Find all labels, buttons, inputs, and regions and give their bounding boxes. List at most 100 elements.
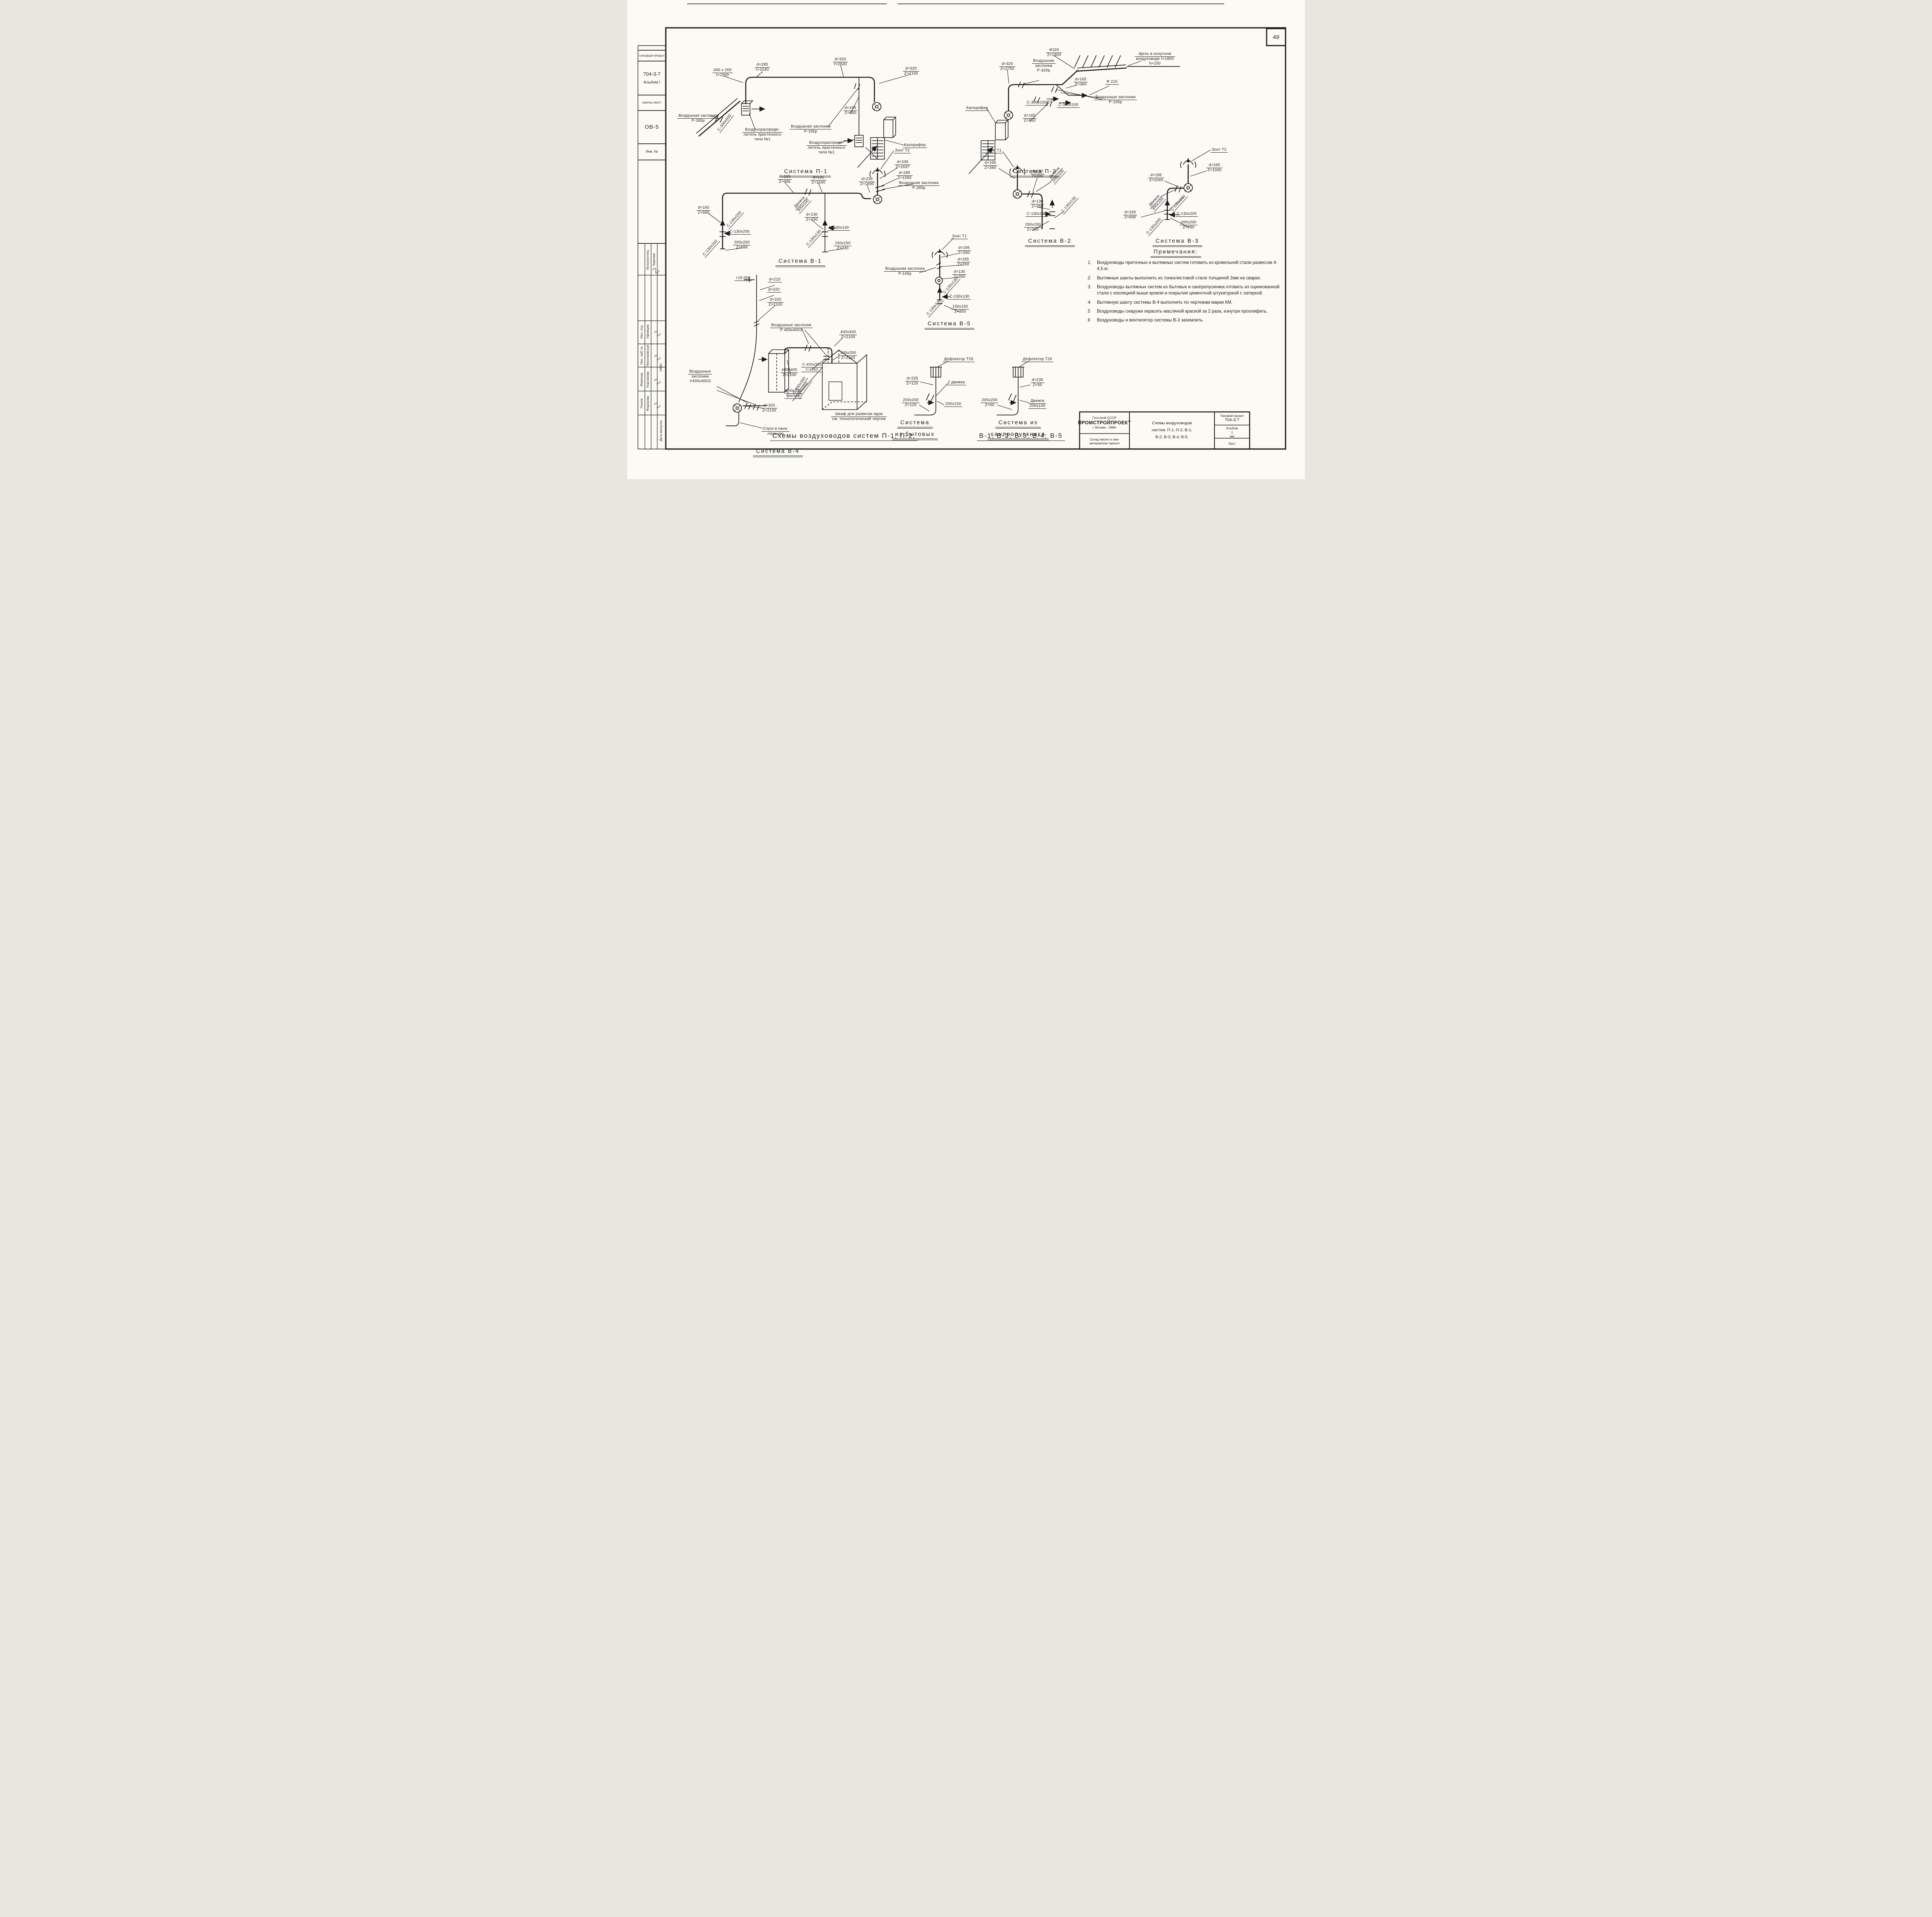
p2-dim: Ф 215 <box>1105 80 1119 85</box>
titleblock-organization: Госстрой СССР ПРОМСТРОЙПРОЕКТ г. Москва … <box>1078 415 1131 430</box>
titleblock-album: Альбом I <box>1214 425 1250 438</box>
stamp-marka-value: ОВ-5 <box>645 124 659 130</box>
sig-role: Нач. отд. <box>640 325 644 338</box>
sig-name: Уфимцев <box>646 324 650 339</box>
note-item: 2.Вытяжные шахты выполнить из тонколисто… <box>1088 276 1261 281</box>
v5-dim: С-130х130 <box>948 294 971 300</box>
sig-role: Нач. лаб-та <box>640 346 644 365</box>
drawing-linework <box>638 3 1286 450</box>
v2-title: Система В-2 <box>1025 238 1075 247</box>
titleblock-subject: Схемы воздуховодов систем: П-1; П-2; В-1… <box>1151 421 1192 439</box>
san-deflector: Дефлектор Т26 <box>1022 357 1053 362</box>
sig-issue: Дата выпуска <box>659 420 663 441</box>
v3-umbrella: Зонт Т2 <box>1210 148 1228 153</box>
p1-heater: Калорифер <box>903 143 927 148</box>
v1-umbrella: Зонт Т2 <box>893 148 911 154</box>
v1-title: Система В-1 <box>775 258 825 267</box>
note-item: 3.Воздуховоды вытяжных систем из бытовых… <box>1088 284 1280 296</box>
sig-name: Федорова <box>646 396 650 411</box>
sig-role: Инженер <box>640 373 644 386</box>
drawing-sheet: 49 ТИПОВОЙ ПРОЕКТ 704-3-7 Альбом I МАРКА… <box>627 0 1305 479</box>
sig-year: 1966г. <box>659 362 663 372</box>
caption-left: Схемы воздуховодов систем П-1; П-2; <box>770 432 918 441</box>
v4-dim: d=215 <box>768 277 782 283</box>
note-item: 1.Воздуховоды приточных и вытяжных систе… <box>1088 260 1277 272</box>
byt-title: Система <box>897 420 933 429</box>
v2-umbrella: Зонт Т1 <box>985 148 1003 154</box>
v1-dim: С-130х130 <box>828 226 850 231</box>
v5-title: Система В-5 <box>924 321 975 330</box>
titleblock-series: Типовой проект 704-3-7 <box>1220 413 1244 423</box>
v2-dim: С-130х130 <box>1026 212 1048 217</box>
caption-right: В-1; В-2; В-3; В-4; В-5 <box>977 432 1065 441</box>
sig-name: Чернова <box>652 253 656 266</box>
titleblock-object: Склад масел и хим- материалов тарного <box>1089 437 1120 445</box>
byt-dim: 2 движка <box>946 380 966 386</box>
notes-list: 1.Воздуховоды приточных и вытяжных систе… <box>1088 260 1283 327</box>
notes-title: Примечания: <box>1150 249 1201 258</box>
sig-name: Корсакова <box>646 371 650 388</box>
san-title: Система из <box>995 420 1041 429</box>
p2-dim: С-300х100 <box>1057 103 1080 108</box>
stamp-typical-project: ТИПОВОЙ ПРОЕКТ <box>639 54 665 58</box>
v4-drain: Спуск в кана-лизацию <box>761 427 790 436</box>
v3-title: Система В-3 <box>1152 238 1202 247</box>
titleblock-list: Лист <box>1228 441 1236 446</box>
byt-dim: 200х100 <box>944 402 963 407</box>
san-title: санпропускника <box>988 431 1049 440</box>
sheet-number: 49 <box>1273 34 1279 41</box>
sig-role: Исполнитель <box>646 250 650 270</box>
byt-deflector: Дефлектор Т26 <box>943 357 975 362</box>
stamp-inventory-number: Инв. № <box>646 150 658 154</box>
